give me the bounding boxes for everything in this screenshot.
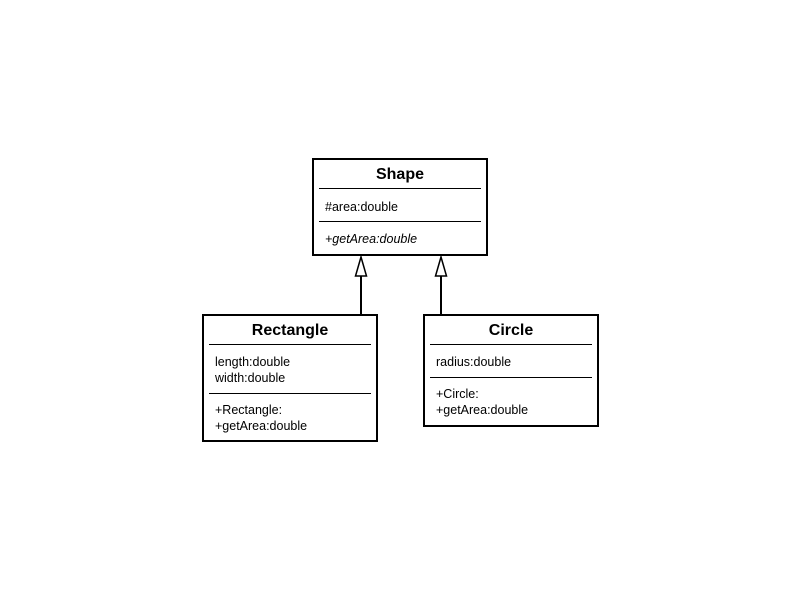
class-rectangle-operation-getarea: +getArea:double [215, 419, 308, 433]
rectangle-to-shape-generalization [354, 254, 368, 314]
class-shape-name-divider [319, 188, 481, 189]
class-rectangle-attribute-divider [209, 393, 371, 394]
class-shape-attribute-area: #area:double [325, 200, 398, 214]
class-shape: Shape #area:double +getArea:double [312, 158, 488, 256]
circle-generalization-arrowhead [434, 254, 448, 277]
class-circle-attribute-divider [430, 377, 592, 378]
class-rectangle-operation-constructor: +Rectangle: [215, 403, 283, 417]
class-rectangle-attribute-length: length:double [215, 355, 291, 369]
class-circle-operation-getarea: +getArea:double [436, 403, 529, 417]
class-shape-attribute-divider [319, 221, 481, 222]
rectangle-generalization-arrowhead [354, 254, 368, 277]
class-circle-attribute-radius: radius:double [436, 355, 512, 369]
class-shape-operation-getarea: +getArea:double [325, 232, 418, 246]
class-circle-name-divider [430, 344, 592, 345]
class-rectangle-name: Rectangle [251, 322, 329, 339]
class-circle: Circle radius:double +Circle: +getArea:d… [423, 314, 599, 427]
circle-to-shape-generalization [434, 254, 448, 314]
class-rectangle-name-divider [209, 344, 371, 345]
class-circle-operation-constructor: +Circle: [436, 387, 479, 401]
class-rectangle: Rectangle length:double width:double +Re… [202, 314, 378, 442]
class-rectangle-attribute-width: width:double [215, 371, 286, 385]
class-shape-name: Shape [375, 166, 424, 183]
class-circle-name: Circle [488, 322, 534, 339]
